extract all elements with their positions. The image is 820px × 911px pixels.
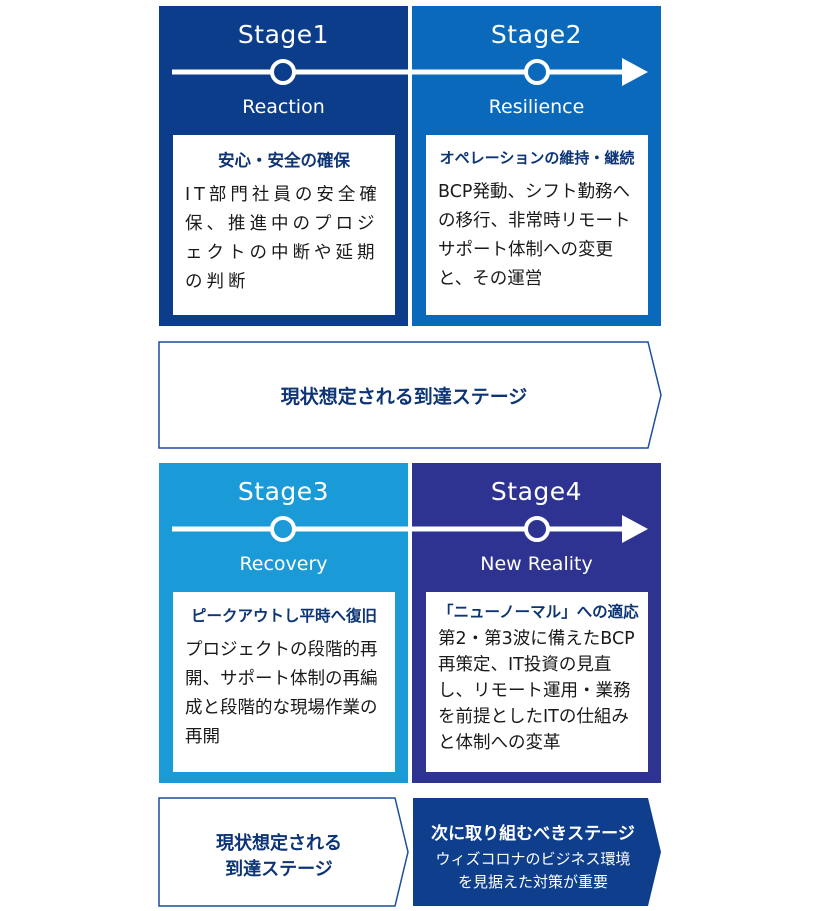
stage2-title: Stage2 [490, 20, 583, 49]
right-chevron-line1: ウィズコロナのビジネス環境 [435, 850, 631, 868]
stage4-subtitle: New Reality [480, 553, 593, 575]
stage1-card-heading: 安心・安全の確保 [218, 151, 350, 170]
stage4-title: Stage4 [490, 477, 583, 506]
stage1-panel: Stage1 Reaction 安心・安全の確保 IT部門社員の安全確保、推進中… [159, 6, 408, 326]
stage2-subtitle: Resilience [488, 96, 585, 118]
right-chevron-line2: を見据えた対策が重要 [457, 873, 608, 891]
stage4-card: 「ニューノーマル」への適応 第2・第3波に備えたBCP再策定、IT投資の見直し、… [426, 592, 648, 772]
stage4-card-body: 第2・第3波に備えたBCP再策定、IT投資の見直し、リモート運用・業務を前提とし… [438, 629, 635, 753]
stage2-panel: Stage2 Resilience オペレーションの維持・継続 BCP発動、シフ… [412, 6, 661, 326]
stage1-card: 安心・安全の確保 IT部門社員の安全確保、推進中のプロジェクトの中断や延期の判断 [173, 135, 395, 315]
stage3-card-body: プロジェクトの段階的再開、サポート体制の再編成と段階的な現場作業の再開 [185, 640, 378, 747]
stage1-subtitle: Reaction [242, 96, 325, 118]
stage3-subtitle: Recovery [239, 553, 328, 575]
left-chevron-line1: 現状想定される [216, 833, 342, 854]
stage1-card-body: IT部門社員の安全確保、推進中のプロジェクトの中断や延期の判断 [185, 185, 381, 292]
stage1-title: Stage1 [237, 20, 330, 49]
stage4-card-heading: 「ニューノーマル」への適応 [438, 603, 639, 621]
stage2-card-body: BCP発動、シフト勤務への移行、非常時リモートサポート体制への変更と、その運営 [438, 182, 631, 289]
stage2-card-heading: オペレーションの維持・継続 [439, 149, 635, 167]
stage2-card: オペレーションの維持・継続 BCP発動、シフト勤務への移行、非常時リモートサポー… [426, 135, 648, 315]
left-chevron-line2: 到達ステージ [225, 859, 333, 880]
current-stage-label: 現状想定される到達ステージ [280, 386, 528, 408]
right-chevron-title: 次に取り組むべきステージ [431, 824, 635, 844]
stage3-card-heading: ピークアウトし平時へ復旧 [190, 607, 377, 625]
stage3-title: Stage3 [237, 477, 330, 506]
stage4-panel: Stage4 New Reality 「ニューノーマル」への適応 第2・第3波に… [412, 463, 661, 783]
stage3-card: ピークアウトし平時へ復旧 プロジェクトの段階的再開、サポート体制の再編成と段階的… [173, 592, 395, 772]
stage3-panel: Stage3 Recovery ピークアウトし平時へ復旧 プロジェクトの段階的再… [159, 463, 408, 783]
